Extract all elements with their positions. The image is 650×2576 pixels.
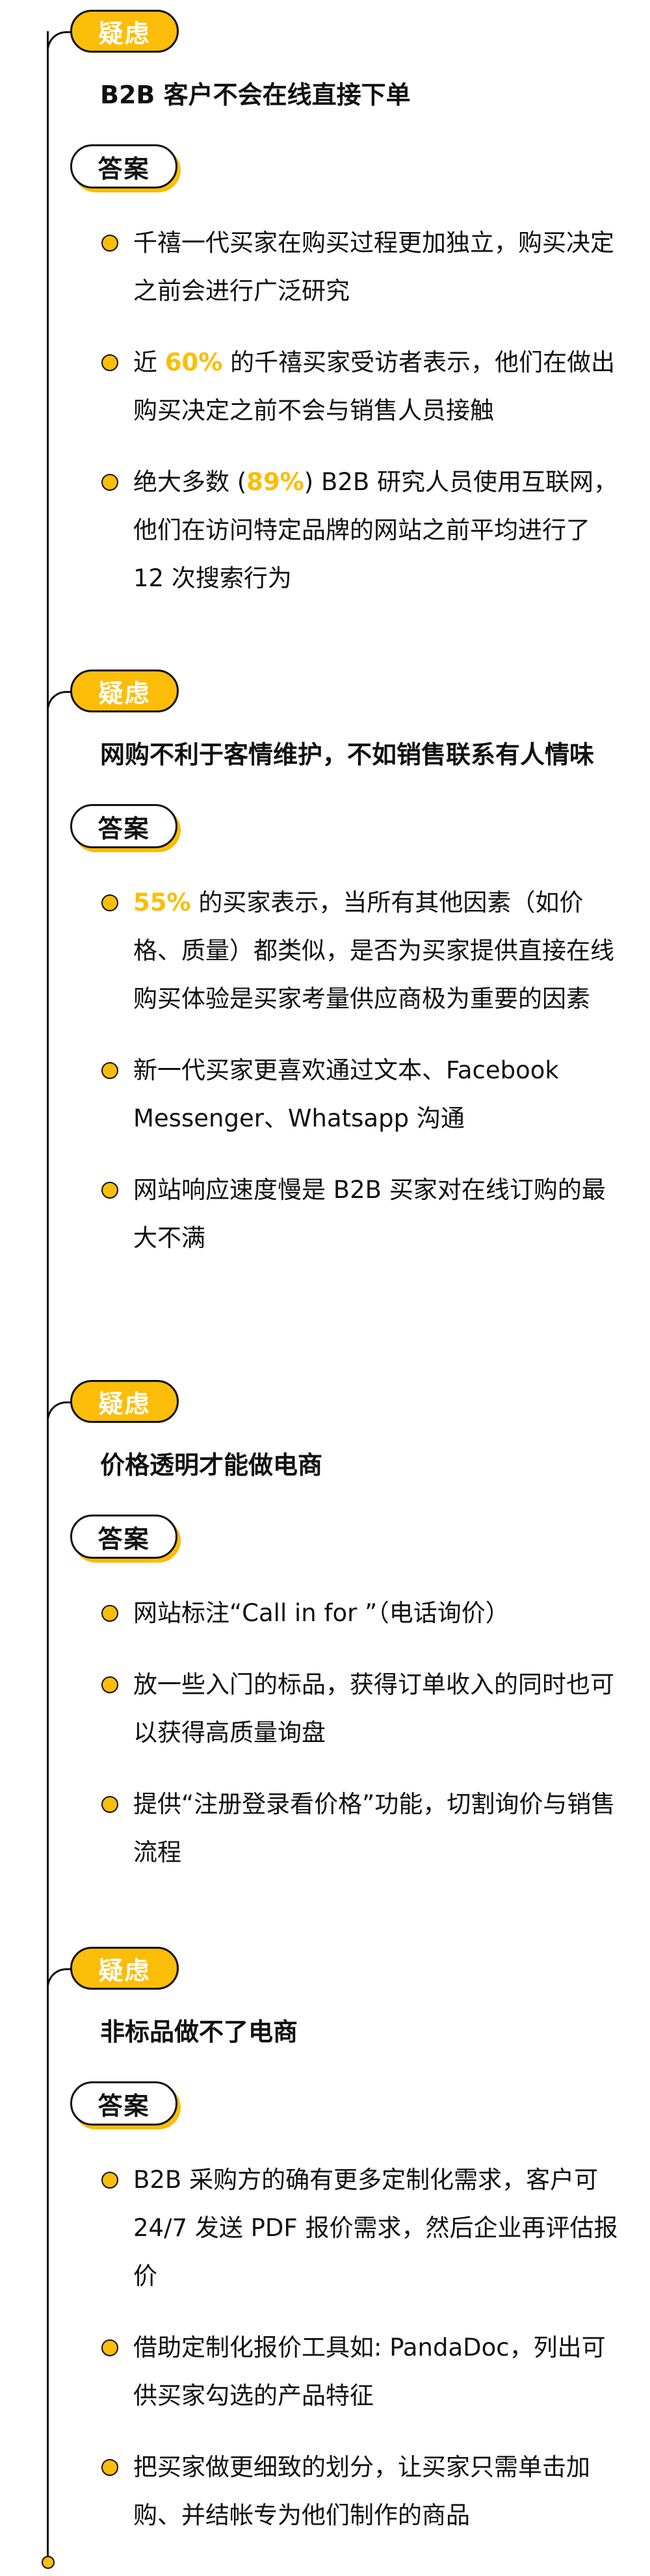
bullet-dot-icon [101,894,118,911]
bullet-dot-icon [101,1676,118,1693]
bullet-dot-icon [101,474,118,491]
list-item: 55% 的买家表示，当所有其他因素（如价格、质量）都类似，是否为买家提供直接在线… [0,879,650,1023]
connector-curve [47,691,72,714]
connector-curve [47,31,72,55]
list-item: 提供“注册登录看价格”功能，切割询价与销售流程 [0,1780,650,1877]
list-item: 千禧一代买家在购买过程更加独立，购买决定之前会进行广泛研究 [0,219,650,315]
list-item: 新一代买家更喜欢通过文本、Facebook Messenger、Whatsapp… [0,1047,650,1143]
list-item: 绝大多数 (89%) B2B 研究人员使用互联网，他们在访问特定品牌的网站之前平… [0,458,650,603]
bullet-dot-icon [101,2339,118,2356]
answer-tag: 答案 [70,804,177,848]
item-text: B2B 采购方的确有更多定制化需求，客户可 24/7 发送 PDF 报价需求，然… [133,2166,618,2290]
answer-tag: 答案 [70,2081,177,2126]
list-item: B2B 采购方的确有更多定制化需求，客户可 24/7 发送 PDF 报价需求，然… [0,2156,650,2300]
doubt-tag: 疑虑 [70,10,179,53]
list-item: 网站响应速度慢是 B2B 买家对在线订购的最大不满 [0,1166,650,1262]
item-text: 网站标注“Call in for ”（电话询价） [133,1599,510,1627]
list-item: 网站标注“Call in for ”（电话询价） [0,1589,650,1637]
item-text: 放一些入门的标品，获得订单收入的同时也可以获得高质量询盘 [133,1671,614,1747]
item-text: 提供“注册登录看价格”功能，切割询价与销售流程 [133,1790,616,1866]
list-item: 放一些入门的标品，获得订单收入的同时也可以获得高质量询盘 [0,1661,650,1757]
question-text: 网购不利于客情维护，不如销售联系有人情味 [100,740,595,769]
answer-list: B2B 采购方的确有更多定制化需求，客户可 24/7 发送 PDF 报价需求，然… [0,2156,650,2563]
timeline-spine [47,31,49,2562]
item-highlight: 55% [133,889,191,917]
item-text: 新一代买家更喜欢通过文本、Facebook Messenger、Whatsapp… [133,1056,559,1132]
item-highlight: 60% [164,348,223,376]
bullet-dot-icon [101,235,118,252]
answer-tag: 答案 [70,1515,177,1559]
list-item: 近 60% 的千禧买家受访者表示，他们在做出购买决定之前不会与销售人员接触 [0,339,650,435]
timeline-end-dot-icon [42,2556,55,2569]
bullet-dot-icon [101,1182,118,1199]
connector-curve [47,1401,72,1425]
doubt-tag: 疑虑 [70,1947,179,1990]
item-text: 网站响应速度慢是 B2B 买家对在线订购的最大不满 [133,1176,606,1252]
list-item: 借助定制化报价工具如: PandaDoc，列出可供买家勾选的产品特征 [0,2324,650,2420]
item-text: 千禧一代买家在购买过程更加独立，购买决定之前会进行广泛研究 [133,229,614,305]
doubt-tag: 疑虑 [70,1380,179,1423]
question-text: B2B 客户不会在线直接下单 [100,81,411,109]
item-text: 的买家表示，当所有其他因素（如价格、质量）都类似，是否为买家提供直接在线购买体验… [133,889,614,1013]
list-item: 把买家做更细致的划分，让买家只需单击加购、并结帐专为他们制作的商品 [0,2443,650,2540]
question-text: 价格透明才能做电商 [100,1451,323,1479]
item-text: 近 [133,348,165,376]
answer-tag: 答案 [70,144,177,189]
connector-curve [47,1968,72,1992]
bullet-dot-icon [101,2459,118,2476]
answer-list: 千禧一代买家在购买过程更加独立，购买决定之前会进行广泛研究 近 60% 的千禧买… [0,219,650,626]
bullet-dot-icon [101,1796,118,1813]
bullet-dot-icon [101,1062,118,1079]
bullet-dot-icon [101,2172,118,2189]
item-highlight: 89% [246,468,304,496]
item-text: ) B2B 研究人员使用互联网，他们在访问特定品牌的网站之前平均进行了 12 次… [133,468,618,592]
item-text: 把买家做更细致的划分，让买家只需单击加购、并结帐专为他们制作的商品 [133,2453,590,2529]
item-text: 的千禧买家受访者表示，他们在做出购买决定之前不会与销售人员接触 [133,348,616,424]
doubt-tag: 疑虑 [70,670,179,712]
item-text: 绝大多数 ( [133,468,247,496]
question-text: 非标品做不了电商 [100,2018,298,2046]
answer-list: 网站标注“Call in for ”（电话询价） 放一些入门的标品，获得订单收入… [0,1589,650,1900]
bullet-dot-icon [101,354,118,371]
item-text: 借助定制化报价工具如: PandaDoc，列出可供买家勾选的产品特征 [133,2334,606,2410]
answer-list: 55% 的买家表示，当所有其他因素（如价格、质量）都类似，是否为买家提供直接在线… [0,879,650,1286]
bullet-dot-icon [101,1605,118,1622]
